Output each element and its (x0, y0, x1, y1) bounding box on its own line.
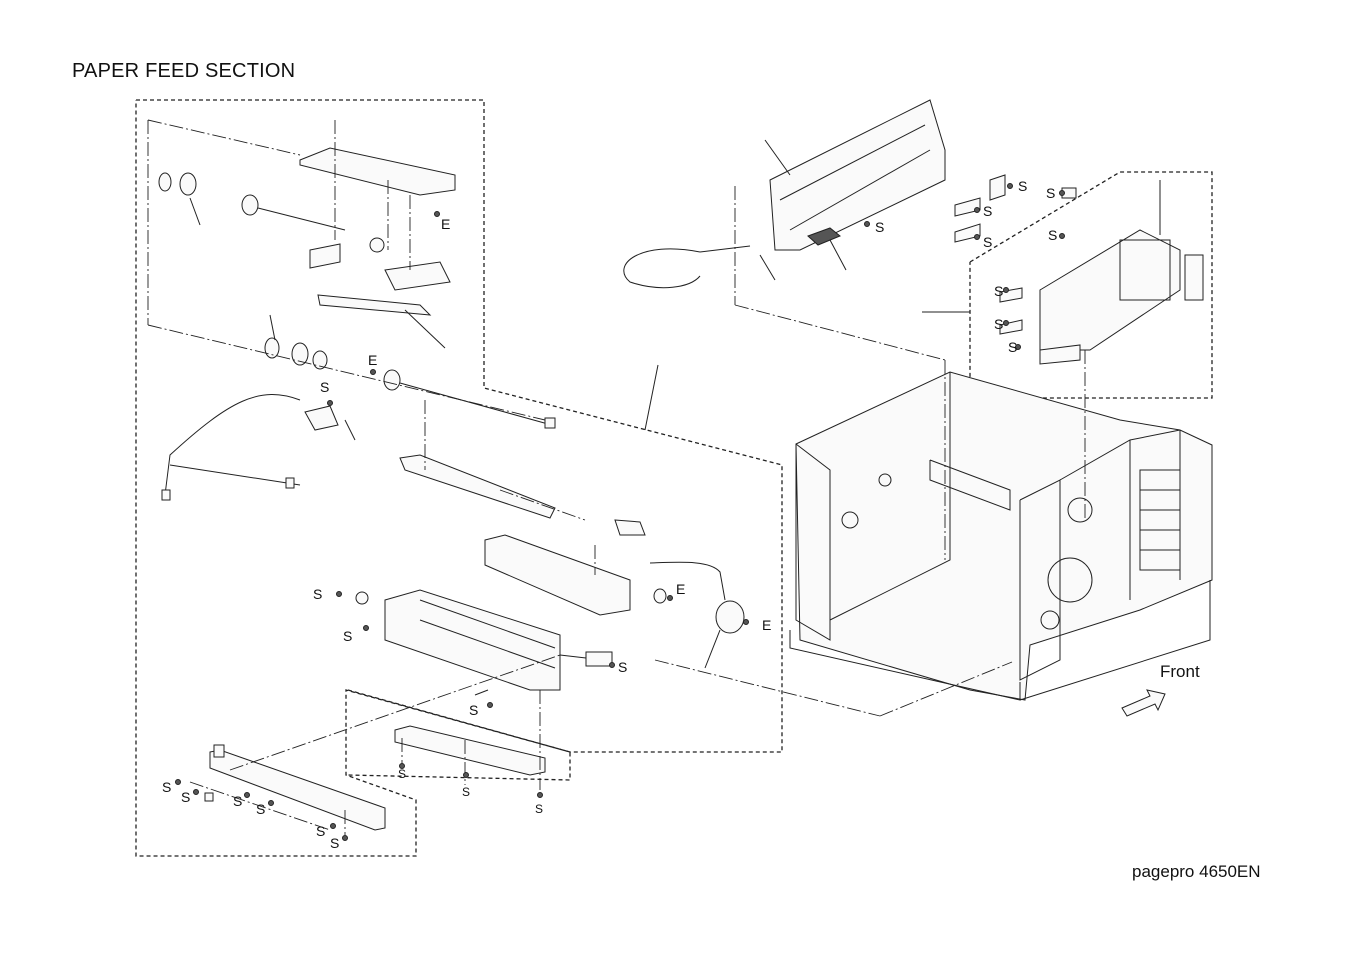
pickup-bracket (299, 147, 456, 316)
callout-e: E (762, 617, 771, 633)
feed-roller-shaft (264, 337, 556, 429)
callout-s: S (469, 702, 478, 718)
paper-guide-ribbed (384, 534, 631, 691)
callout-s: S (462, 785, 470, 799)
front-arrow-icon (1121, 689, 1166, 717)
callout-e: E (441, 216, 450, 232)
callout-s: S (535, 802, 543, 816)
callout-s: S (320, 379, 329, 395)
callout-s: S (618, 659, 627, 675)
callout-s: S (1008, 339, 1017, 355)
assembly-reference-lines (147, 119, 1086, 835)
callout-s: S (398, 767, 406, 781)
callout-s: S (256, 801, 265, 817)
callout-labels: E E S S S E E S S S S S S S S S S S S S … (162, 178, 1057, 851)
leader-line (764, 139, 791, 176)
callout-s: S (1018, 178, 1027, 194)
callout-s: S (994, 316, 1003, 332)
callout-s: S (983, 203, 992, 219)
printer-main-frame (789, 371, 1213, 701)
callout-s: S (233, 793, 242, 809)
callout-e: E (368, 352, 377, 368)
callout-s: S (983, 234, 992, 250)
leader-line (829, 239, 847, 271)
callout-s: S (1048, 227, 1057, 243)
leader-line (759, 254, 776, 281)
screw-dots (175, 190, 1065, 841)
model-label: pagepro 4650EN (1132, 862, 1261, 881)
bottom-plate (204, 744, 386, 831)
callout-s: S (875, 219, 884, 235)
board-assembly-dashed-boundary (969, 171, 1213, 399)
callout-s: S (330, 835, 339, 851)
side-frame-guide (623, 99, 946, 289)
clutch-motor (355, 561, 745, 667)
callout-s: S (1046, 185, 1055, 201)
callout-s: S (316, 823, 325, 839)
callout-s: S (313, 586, 322, 602)
sensor-harness (161, 394, 339, 501)
bracket-parts (864, 174, 1013, 243)
page-title: PAPER FEED SECTION (72, 60, 296, 82)
pickup-roller-shaft (158, 172, 346, 231)
callout-s: S (181, 789, 190, 805)
control-board-bracket (999, 180, 1204, 365)
callout-s: S (343, 628, 352, 644)
guide-dashed-boundary (347, 689, 571, 781)
lower-guide (394, 725, 546, 776)
callout-e: E (676, 581, 685, 597)
leader-lines (189, 197, 721, 696)
callout-s: S (994, 283, 1003, 299)
paper-guide-upper (399, 454, 646, 536)
front-direction-label: Front (1160, 662, 1200, 681)
callout-s: S (162, 779, 171, 795)
feed-assembly-dashed-boundary (135, 99, 783, 857)
